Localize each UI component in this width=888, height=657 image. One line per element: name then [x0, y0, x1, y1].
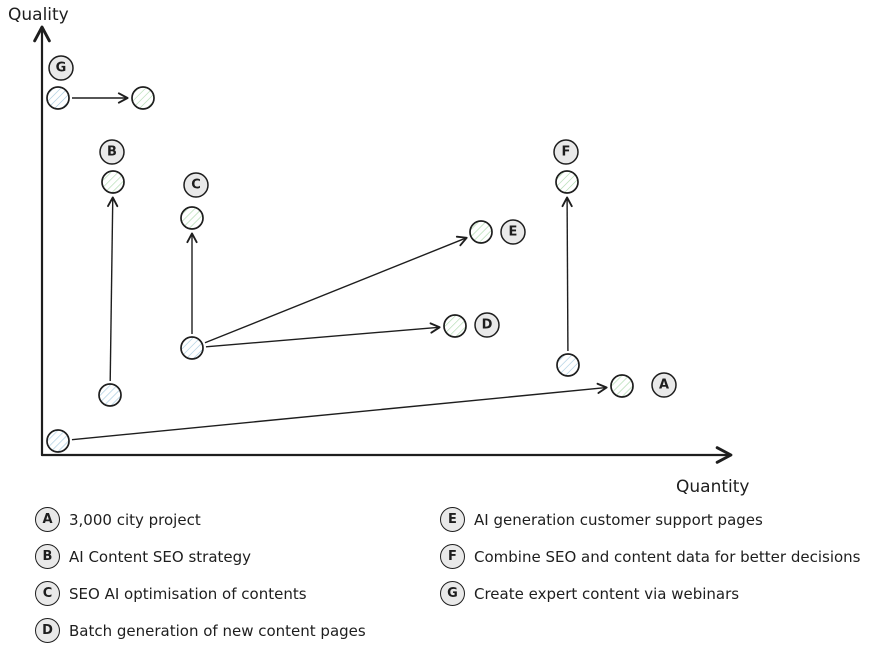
- badge-circle-a: [651, 372, 677, 398]
- badge-circle-g: [48, 55, 74, 81]
- badge-letter-b: B: [107, 145, 117, 160]
- move-arrow-d: [205, 322, 441, 348]
- legend-item-f: F Combine SEO and content data for bette…: [440, 544, 860, 569]
- badge-letter-f: F: [562, 145, 571, 160]
- end-node-f: [555, 170, 579, 194]
- legend-badge-d: D: [35, 618, 60, 643]
- move-arrows: [71, 92, 608, 441]
- legend-badge-b: B: [35, 544, 60, 569]
- move-arrow-e: [204, 235, 468, 344]
- label-badges: A B C D E F G: [48, 55, 677, 398]
- move-arrow-f: [561, 196, 573, 352]
- end-node-d: [443, 314, 467, 338]
- legend-label-f: Combine SEO and content data for better …: [474, 547, 861, 566]
- start-node: [46, 86, 70, 110]
- x-axis-label: Quantity: [676, 477, 749, 497]
- legend-item-a: A 3,000 city project: [35, 507, 366, 532]
- legend-label-b: AI Content SEO strategy: [69, 547, 252, 566]
- badge-circle-b: [99, 139, 125, 165]
- move-arrow-a: [71, 382, 608, 441]
- badge-letter-e: E: [509, 225, 518, 240]
- end-node-b: [101, 170, 125, 194]
- end-node-a: [610, 374, 634, 398]
- legend-right-column: E AI generation customer support pages F…: [440, 507, 860, 618]
- legend-item-b: B AI Content SEO strategy: [35, 544, 366, 569]
- start-node: [556, 353, 580, 377]
- legend-item-d: D Batch generation of new content pages: [35, 618, 366, 643]
- start-node: [46, 429, 70, 453]
- legend-item-e: E AI generation customer support pages: [440, 507, 860, 532]
- badge-circle-d: [474, 312, 500, 338]
- legend-badge-f: F: [440, 544, 465, 569]
- badge-letter-d: D: [482, 318, 493, 333]
- legend-label-g: Create expert content via webinars: [474, 584, 740, 603]
- badge-circle-f: [553, 139, 579, 165]
- quality-quantity-diagram: Quality Quantity A B C D E F G: [8, 5, 749, 497]
- legend-item-g: G Create expert content via webinars: [440, 581, 860, 606]
- legend-label-e: AI generation customer support pages: [474, 510, 763, 529]
- badge-circle-e: [500, 219, 526, 245]
- strategy-nodes: [46, 86, 634, 453]
- legend-left-column: A 3,000 city project B AI Content SEO st…: [35, 507, 366, 655]
- badge-letter-g: G: [56, 61, 67, 76]
- legend-label-a: 3,000 city project: [69, 510, 201, 529]
- legend-badge-c: C: [35, 581, 60, 606]
- end-node-e: [469, 220, 493, 244]
- legend-badge-e: E: [440, 507, 465, 532]
- end-node-g: [131, 86, 155, 110]
- legend-badge-g: G: [440, 581, 465, 606]
- move-arrow-b: [107, 196, 119, 382]
- axes: Quality Quantity: [8, 5, 749, 497]
- end-node-c: [180, 206, 204, 230]
- badge-circle-c: [183, 172, 209, 198]
- legend-label-c: SEO AI optimisation of contents: [69, 584, 307, 603]
- legend-badge-a: A: [35, 507, 60, 532]
- start-node: [180, 336, 204, 360]
- start-node: [98, 383, 122, 407]
- badge-letter-a: A: [659, 378, 669, 393]
- legend-label-d: Batch generation of new content pages: [69, 621, 366, 640]
- badge-letter-c: C: [191, 178, 201, 193]
- y-axis-label: Quality: [8, 5, 69, 25]
- legend-item-c: C SEO AI optimisation of contents: [35, 581, 366, 606]
